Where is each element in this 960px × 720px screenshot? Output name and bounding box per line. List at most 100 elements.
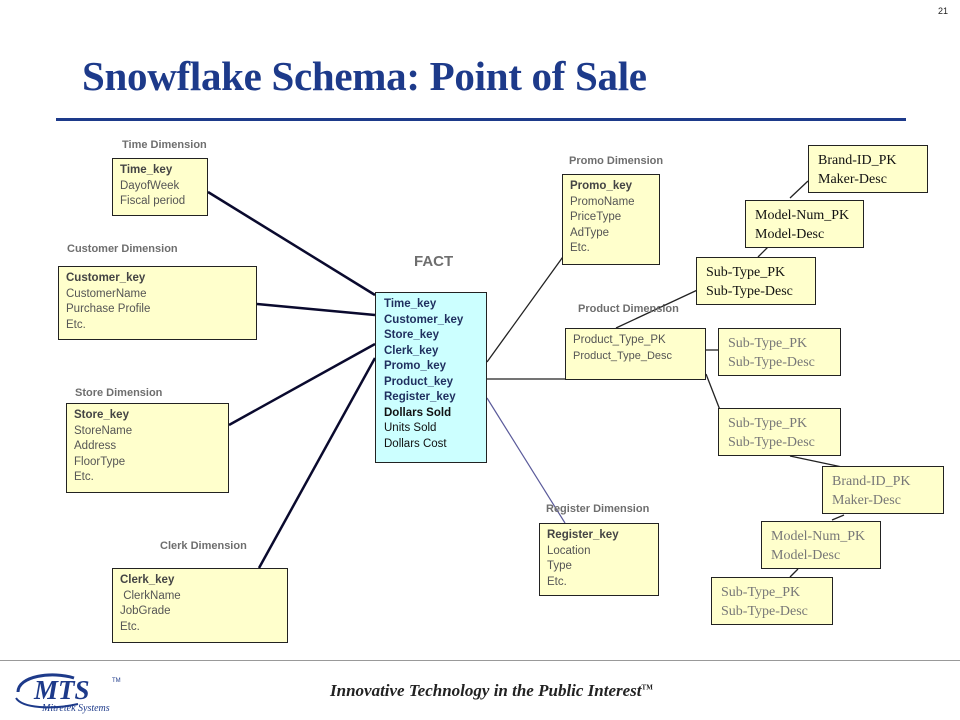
time-dim-line: DayofWeek <box>120 179 180 192</box>
snowflake-line: Model-Num_PK <box>771 529 866 544</box>
promo-dimension-box: Promo_key PromoName PriceType AdType Etc… <box>562 174 660 265</box>
customer-dim-line: CustomerName <box>66 287 147 300</box>
product-dim-line: Product_Type_PK <box>573 334 666 346</box>
store-dim-line: Etc. <box>74 471 94 483</box>
snowflake-line: Sub-Type-Desc <box>728 355 815 370</box>
clerk-dimension-caption: Clerk Dimension <box>160 540 247 552</box>
link-time-fact <box>207 190 376 297</box>
link-upper-mid <box>757 246 769 258</box>
register-dimension-caption: Register Dimension <box>546 503 650 515</box>
store-dimension-caption: Store Dimension <box>75 387 163 399</box>
clerk-dim-line: Etc. <box>120 620 140 633</box>
fact-line: Register_key <box>384 391 456 403</box>
store-dim-line: Store_key <box>74 409 129 421</box>
link-store-fact <box>228 342 376 427</box>
clerk-dim-line: ClerkName <box>120 589 181 602</box>
logo-trademark: TM <box>112 678 121 684</box>
clerk-dimension-box: Clerk_key ClerkName JobGrade Etc. <box>112 568 288 643</box>
logo-subtext: Mitretek Systems <box>41 703 110 714</box>
register-dim-line: Etc. <box>547 575 567 588</box>
snowflake-subtype-box: Sub-Type_PK Sub-Type-Desc <box>696 257 816 305</box>
product-dimension-caption: Product Dimension <box>578 303 679 315</box>
clerk-dim-line: Clerk_key <box>120 574 175 586</box>
time-dim-line: Time_key <box>120 164 173 176</box>
link-customer-fact <box>256 302 376 317</box>
register-dimension-box: Register_key Location Type Etc. <box>539 523 659 596</box>
snowflake-line: Sub-Type-Desc <box>728 435 815 450</box>
store-dimension-box: Store_key StoreName Address FloorType Et… <box>66 403 229 493</box>
snowflake-line: Model-Num_PK <box>755 208 850 223</box>
customer-dim-line: Purchase Profile <box>66 303 151 315</box>
snowflake-subtype-box: Sub-Type_PK Sub-Type-Desc <box>711 577 833 625</box>
customer-dimension-box: Customer_key CustomerName Purchase Profi… <box>58 266 257 340</box>
promo-dim-line: PromoName <box>570 195 635 208</box>
fact-line: Dollars Cost <box>384 437 447 450</box>
snowflake-line: Sub-Type_PK <box>728 336 808 351</box>
customer-dim-line: Customer_key <box>66 272 146 284</box>
customer-dim-line: Etc. <box>66 318 86 331</box>
logo-wordmark: MTS <box>33 675 90 705</box>
mts-logo: MTS TM Mitretek Systems <box>12 668 162 714</box>
mts-logo-icon: MTS TM Mitretek Systems <box>15 673 121 714</box>
clerk-dim-line: JobGrade <box>120 605 171 617</box>
snowflake-line: Model-Desc <box>755 227 825 242</box>
snowflake-line: Sub-Type_PK <box>728 416 808 431</box>
register-dim-line: Location <box>547 544 591 557</box>
link-fact-promo <box>486 253 566 363</box>
fact-line: Time_key <box>384 298 437 310</box>
fact-line: Units Sold <box>384 422 437 434</box>
snowflake-model-box: Model-Num_PK Model-Desc <box>745 200 864 248</box>
tagline-text: Innovative Technology in the Public Inte… <box>330 681 642 700</box>
link-product-upper <box>615 285 707 329</box>
snowflake-subtype-box: Sub-Type_PK Sub-Type-Desc <box>718 328 841 376</box>
snowflake-model-box: Model-Num_PK Model-Desc <box>761 521 881 569</box>
link-mid-top <box>789 180 809 199</box>
snowflake-subtype-box: Sub-Type_PK Sub-Type-Desc <box>718 408 841 456</box>
link-right2-lower <box>789 455 843 468</box>
snowflake-line: Model-Desc <box>771 548 841 563</box>
time-dimension-box: Time_key DayofWeek Fiscal period <box>112 158 208 216</box>
store-dim-line: FloorType <box>74 455 126 468</box>
product-dimension-box: Product_Type_PK Product_Type_Desc <box>565 328 706 380</box>
link-clerk-fact <box>257 357 377 569</box>
snowflake-line: Sub-Type_PK <box>706 265 786 280</box>
snowflake-line: Maker-Desc <box>832 493 901 508</box>
snowflake-line: Brand-ID_PK <box>832 474 911 489</box>
snowflake-line: Brand-ID_PK <box>818 153 897 168</box>
footer-tagline: Innovative Technology in the Public Inte… <box>330 681 653 701</box>
slide-title: Snowflake Schema: Point of Sale <box>82 53 647 99</box>
link-fact-register <box>486 397 566 524</box>
store-dim-line: StoreName <box>74 424 133 437</box>
fact-line: Store_key <box>384 329 439 341</box>
tagline-trademark: TM <box>641 683 653 692</box>
promo-dim-line: PriceType <box>570 211 622 223</box>
snowflake-brand-box: Brand-ID_PK Maker-Desc <box>822 466 944 514</box>
fact-line: Clerk_key <box>384 344 439 357</box>
link-product-right2 <box>705 373 721 411</box>
customer-dimension-caption: Customer Dimension <box>67 243 178 255</box>
link-lower-bottom <box>789 568 799 578</box>
page-number: 21 <box>937 6 948 16</box>
fact-line: Product_key <box>384 375 454 388</box>
promo-dimension-caption: Promo Dimension <box>569 155 664 167</box>
snowflake-line: Sub-Type-Desc <box>706 284 793 299</box>
promo-dim-line: AdType <box>570 226 609 239</box>
time-dim-line: Fiscal period <box>120 195 186 207</box>
time-dimension-caption: Time Dimension <box>122 139 207 151</box>
fact-line: Customer_key <box>384 313 464 326</box>
snowflake-line: Sub-Type_PK <box>721 585 801 600</box>
snowflake-brand-box: Brand-ID_PK Maker-Desc <box>808 145 928 193</box>
promo-dim-line: Promo_key <box>570 180 633 192</box>
store-dim-line: Address <box>74 440 117 452</box>
title-underline <box>56 118 906 121</box>
footer-rule <box>0 660 960 661</box>
product-dim-line: Product_Type_Desc <box>573 349 673 362</box>
register-dim-line: Type <box>547 560 572 572</box>
fact-line: Promo_key <box>384 360 447 372</box>
fact-line: Dollars Sold <box>384 406 452 419</box>
register-dim-line: Register_key <box>547 529 619 541</box>
fact-label: FACT <box>414 253 454 270</box>
snowflake-line: Sub-Type-Desc <box>721 604 808 619</box>
promo-dim-line: Etc. <box>570 242 590 254</box>
